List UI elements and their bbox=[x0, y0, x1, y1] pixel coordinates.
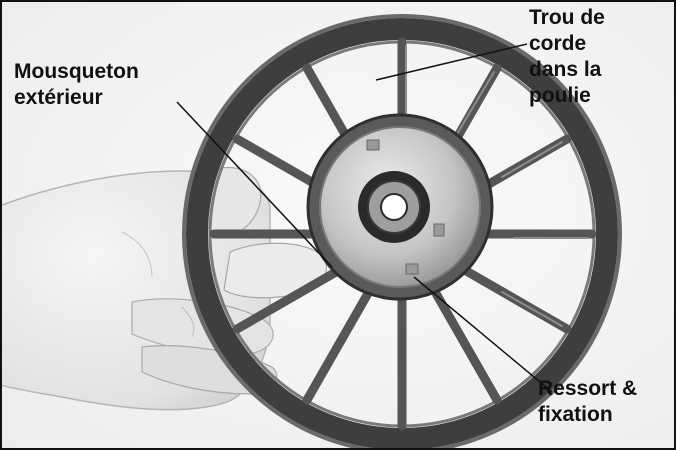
label-line: Ressort & bbox=[538, 377, 638, 400]
leader-line-spring bbox=[413, 276, 553, 393]
leader-line-outer-clip bbox=[176, 101, 333, 268]
label-rope-hole: Trou de corde dans la poulie bbox=[529, 5, 605, 109]
label-line: corde bbox=[529, 32, 587, 55]
leader-lines bbox=[176, 43, 553, 393]
leader-line-rope-hole bbox=[375, 43, 528, 81]
label-line: extérieur bbox=[14, 86, 103, 109]
label-spring: Ressort & fixation bbox=[538, 376, 637, 428]
label-line: Mousqueton bbox=[14, 60, 139, 83]
label-outer-clip: Mousqueton extérieur bbox=[14, 59, 139, 111]
label-line: Trou de bbox=[529, 6, 605, 29]
label-line: poulie bbox=[529, 84, 591, 107]
label-line: fixation bbox=[538, 403, 613, 426]
label-line: dans la bbox=[529, 58, 602, 81]
